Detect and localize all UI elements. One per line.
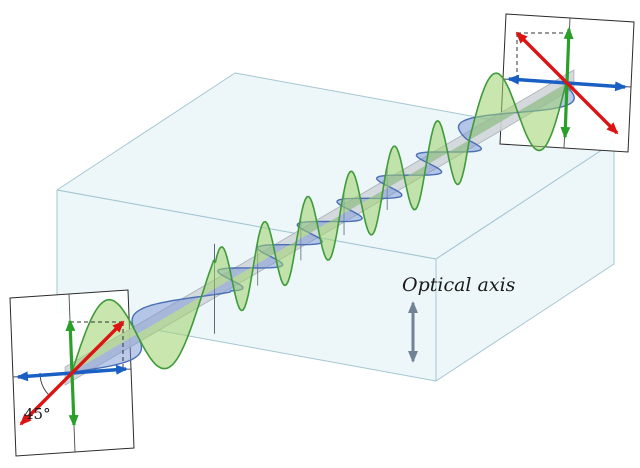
blue-wave-lobe: [291, 233, 323, 245]
green-wave-lobe: [319, 215, 340, 261]
exit-polarization-vectors: [507, 27, 627, 139]
green-wave-lobe: [232, 266, 254, 311]
angle-label: 45°: [24, 405, 51, 423]
optical-axis-label: Optical axis: [402, 274, 516, 296]
entrance-polarization-arrow: [19, 320, 125, 426]
green-wave-outline: [71, 72, 567, 373]
green-wave-lobe: [137, 296, 202, 369]
blue-wave-lobe: [132, 296, 202, 334]
green-wave-lobe: [405, 165, 427, 210]
entrance-polarization-vectors: [16, 319, 128, 427]
exit-polarization-arrow: [515, 31, 619, 135]
green-wave-lobe: [203, 246, 231, 296]
green-wave-lobe: [362, 190, 383, 235]
blue-wave-outline: [71, 82, 575, 373]
crystal-right-face: [435, 141, 615, 382]
green-wave-lobe: [448, 140, 470, 185]
green-wave-lobe: [471, 73, 518, 140]
blue-wave-lobe: [251, 257, 283, 268]
green-wave-lobe: [275, 240, 297, 286]
